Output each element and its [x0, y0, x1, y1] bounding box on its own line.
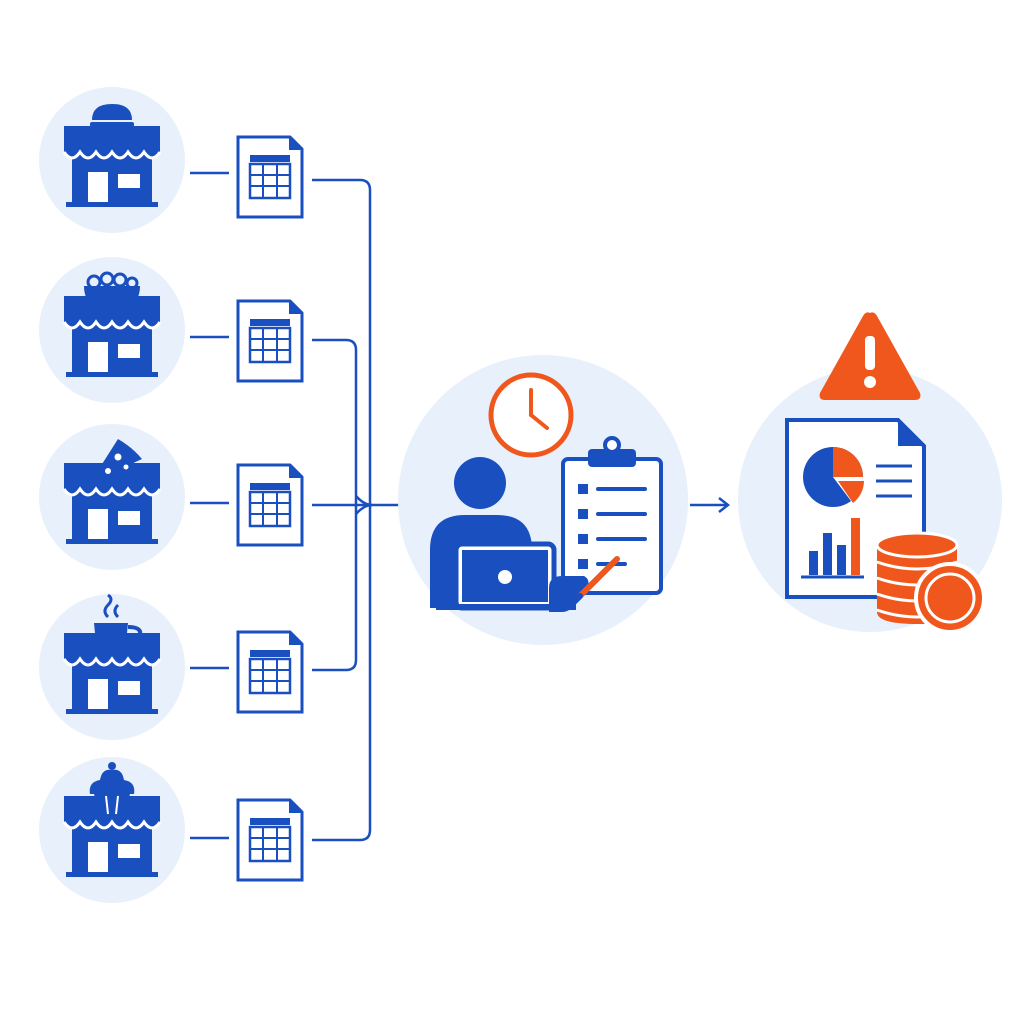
spreadsheet-icon: [236, 630, 304, 714]
salad-bowl-icon: [84, 271, 140, 310]
store-salad: [39, 257, 185, 403]
storefront-icon: [62, 461, 162, 546]
coin-stack-icon: [875, 531, 986, 634]
spreadsheet-icon: [236, 798, 304, 882]
laptop-icon: [436, 541, 576, 611]
output-report: [738, 312, 1002, 634]
output-arrow: [690, 497, 731, 513]
burger-icon: [90, 104, 134, 127]
pie-chart-icon: [803, 447, 864, 507]
pizza-slice-icon: [90, 439, 142, 483]
spreadsheet-icon: [236, 299, 304, 383]
store-bakery: [39, 757, 185, 903]
coffee-cup-icon: [94, 593, 143, 646]
store-coffee: [39, 593, 185, 740]
bar-chart-icon: [801, 518, 864, 579]
store-pizza: [39, 424, 185, 570]
spreadsheet-icon: [236, 135, 304, 219]
hand-icon: [549, 576, 589, 612]
warning-icon: [819, 312, 921, 400]
merge-curve: [355, 503, 373, 515]
pen-icon: [571, 556, 620, 605]
store-burger: [39, 87, 185, 233]
storefront-icon: [62, 124, 162, 209]
spreadsheet-icon: [236, 463, 304, 547]
outer-merge-line: [312, 178, 372, 842]
clipboard-checklist-icon: [561, 436, 663, 595]
processing-hub: [398, 355, 688, 645]
cupcake-icon: [89, 762, 135, 816]
store-connectors: [190, 171, 229, 840]
clock-icon: [488, 372, 574, 458]
